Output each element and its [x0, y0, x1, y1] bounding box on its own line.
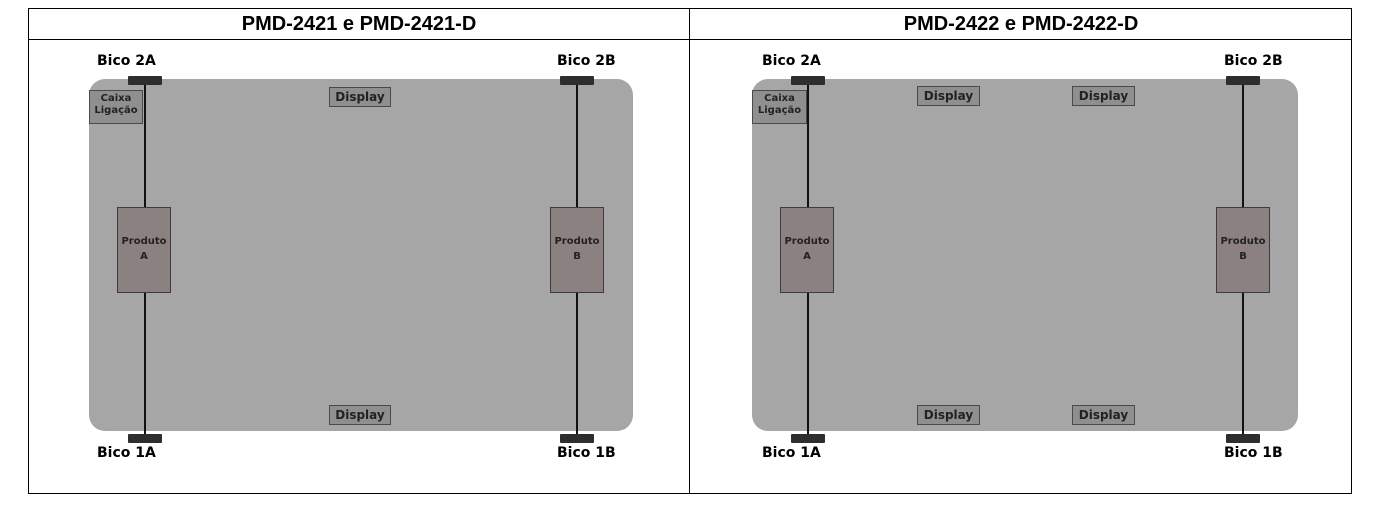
bico-1b-label: Bico 1B [557, 445, 616, 461]
header-right: PMD-2422 e PMD-2422-D [903, 13, 1139, 35]
display-bottom-2: Display [1072, 405, 1135, 425]
produto-a-letter: A [803, 251, 811, 262]
bico-1a-label: Bico 1A [97, 445, 156, 461]
display-bottom: Display [329, 405, 391, 425]
produto-a-label: Produto [121, 236, 167, 247]
bico-2a-label: Bico 2A [762, 53, 821, 69]
dispenser-board [89, 79, 633, 431]
panel-pmd-2422: Caixa Ligação Display Display Display Di… [690, 40, 1352, 494]
produto-a-letter: A [140, 251, 148, 262]
produto-a-box: Produto A [117, 207, 171, 293]
nozzle-2b-icon [560, 76, 594, 85]
nozzle-1b-icon [1226, 434, 1260, 443]
produto-a-label: Produto [784, 236, 830, 247]
produto-b-label: Produto [554, 236, 600, 247]
display-top-2: Display [1072, 86, 1135, 106]
produto-a-box: Produto A [780, 207, 834, 293]
bico-2b-label: Bico 2B [557, 53, 616, 69]
caixa-ligacao-box: Caixa Ligação [752, 90, 807, 124]
produto-b-letter: B [1239, 251, 1247, 262]
nozzle-2b-icon [1226, 76, 1260, 85]
column-divider [689, 9, 690, 493]
caixa-label-line2: Ligação [757, 105, 802, 116]
nozzle-2a-icon [791, 76, 825, 85]
nozzle-1a-icon [791, 434, 825, 443]
nozzle-1b-icon [560, 434, 594, 443]
bico-1a-label: Bico 1A [762, 445, 821, 461]
nozzle-2a-icon [128, 76, 162, 85]
display-top: Display [329, 87, 391, 107]
bico-1b-label: Bico 1B [1224, 445, 1283, 461]
bico-2b-label: Bico 2B [1224, 53, 1283, 69]
produto-b-label: Produto [1220, 236, 1266, 247]
produto-b-box: Produto B [1216, 207, 1270, 293]
caixa-ligacao-box: Caixa Ligação [89, 90, 143, 124]
produto-b-letter: B [573, 251, 581, 262]
nozzle-1a-icon [128, 434, 162, 443]
header-left: PMD-2421 e PMD-2421-D [241, 13, 477, 35]
header-separator [29, 39, 1351, 40]
panel-pmd-2421: Caixa Ligação Display Display Produto A … [29, 40, 689, 494]
display-top-1: Display [917, 86, 980, 106]
display-bottom-1: Display [917, 405, 980, 425]
caixa-label-line1: Caixa [100, 93, 132, 104]
caixa-label-line2: Ligação [94, 105, 138, 116]
dispenser-board [752, 79, 1298, 431]
comparison-table: PMD-2421 e PMD-2421-D PMD-2422 e PMD-242… [28, 8, 1352, 494]
caixa-label-line1: Caixa [764, 93, 795, 104]
produto-b-box: Produto B [550, 207, 604, 293]
bico-2a-label: Bico 2A [97, 53, 156, 69]
